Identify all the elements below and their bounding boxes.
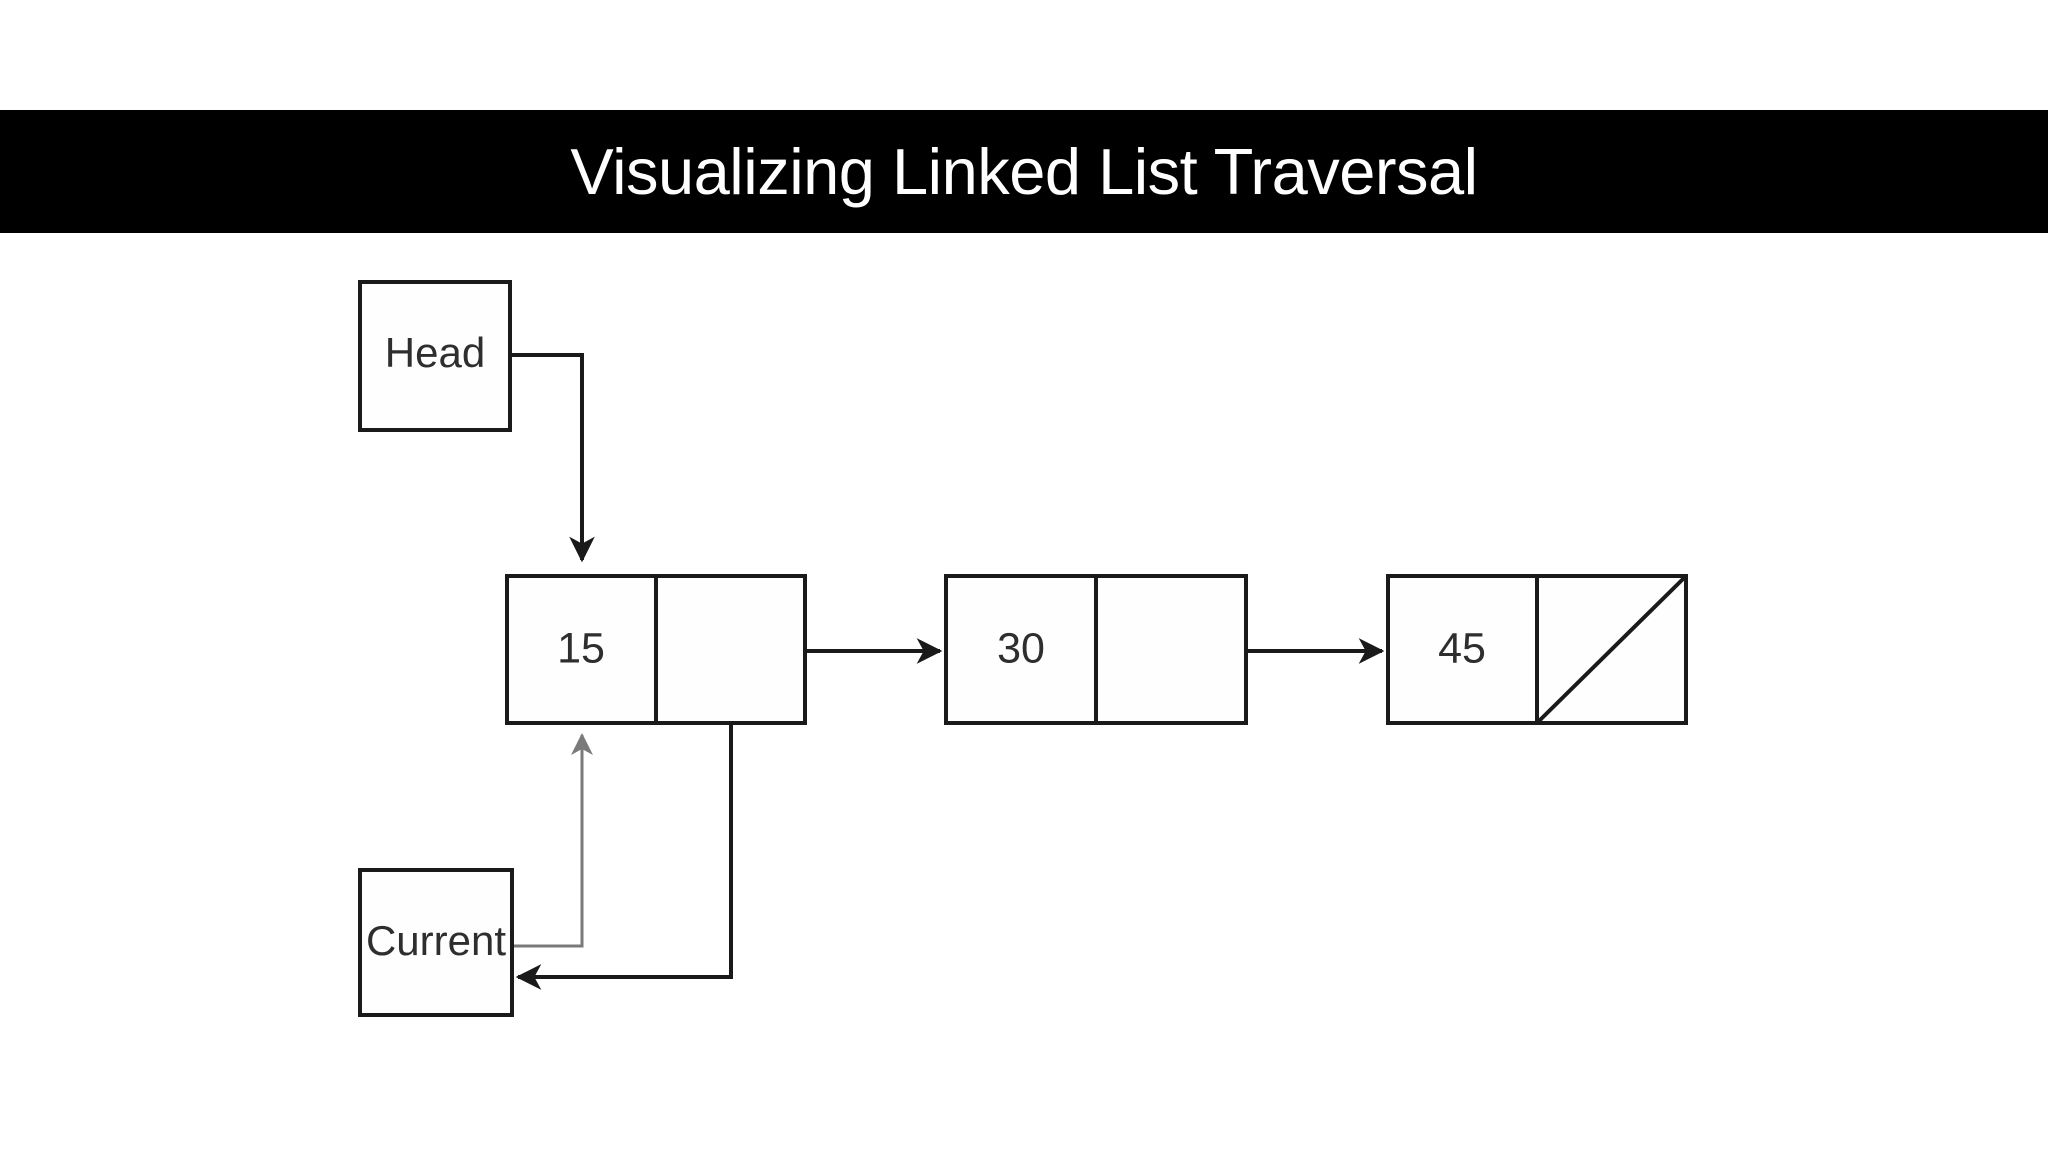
title-band: Visualizing Linked List Traversal — [0, 110, 2048, 233]
node-45-null-pointer-icon — [1537, 576, 1686, 723]
node-30-value: 30 — [997, 624, 1045, 672]
head-label: Head — [385, 329, 485, 376]
current-label: Current — [366, 917, 506, 964]
page-title: Visualizing Linked List Traversal — [570, 135, 1478, 208]
edge-head-to-node-15 — [510, 353, 595, 563]
pointer-box-current[interactable]: Current — [358, 868, 514, 1017]
node-45-value: 45 — [1438, 624, 1486, 672]
list-node-30[interactable]: 30 — [944, 574, 1248, 725]
node-15-value: 15 — [557, 624, 605, 672]
list-node-15[interactable]: 15 — [505, 574, 807, 725]
current-box-fill — [360, 870, 512, 1015]
current-box-outline — [358, 868, 514, 1017]
pointer-box-head[interactable]: Head — [358, 280, 512, 432]
edge-current-to-node-15 — [512, 733, 593, 948]
list-node-45[interactable]: 45 — [1386, 574, 1688, 725]
edge-node-15-to-current — [515, 723, 733, 990]
head-box-fill — [360, 282, 510, 430]
